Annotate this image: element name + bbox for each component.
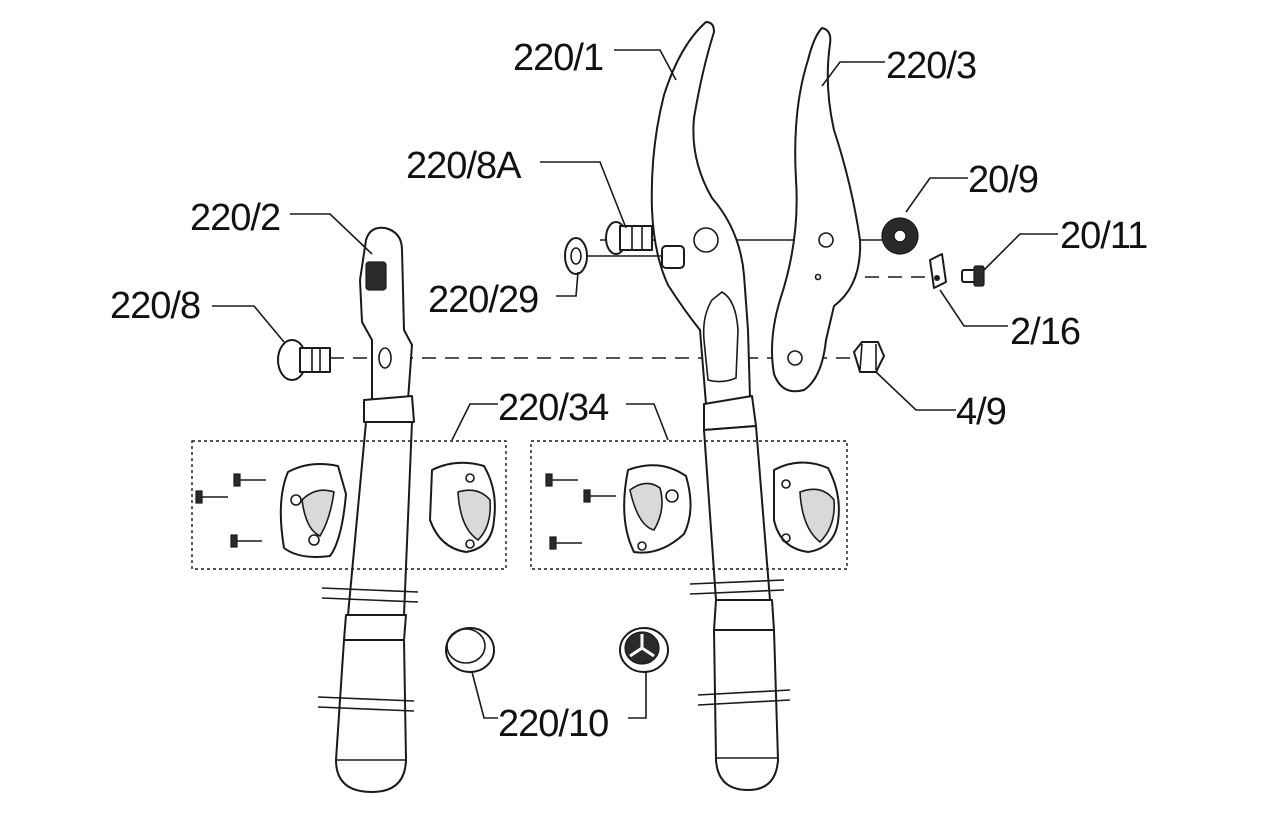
clip-2-16	[929, 253, 947, 289]
label-220-34: 220/34	[498, 387, 609, 429]
end-cap-plain	[445, 627, 495, 673]
end-cap-vented	[619, 627, 669, 673]
bushing-220-29	[564, 237, 685, 275]
label-220-2: 220/2	[190, 197, 280, 239]
handle-clamp-kit-right	[530, 440, 848, 570]
part-labels: 220/1 220/3 220/8A 20/9 220/2 20/11 220/…	[110, 37, 1148, 745]
label-20-11: 20/11	[1060, 215, 1147, 257]
sprocket-20-9	[881, 217, 919, 255]
leader-lines	[212, 49, 1058, 719]
blade-220-3	[771, 27, 862, 393]
label-220-3: 220/3	[886, 45, 976, 87]
label-220-8A: 220/8A	[406, 145, 522, 187]
pin-220-8A	[605, 221, 653, 255]
label-2-16: 2/16	[1010, 311, 1080, 353]
label-20-9: 20/9	[968, 159, 1038, 201]
handle-clamp-kit-left	[191, 440, 507, 570]
screw-20-11	[961, 265, 985, 287]
hook-blade-handle-220-1	[650, 21, 796, 791]
left-handle-part	[317, 226, 419, 793]
label-220-29: 220/29	[428, 279, 538, 321]
kit-screws-right	[545, 473, 616, 550]
label-220-10: 220/10	[498, 703, 608, 745]
nut-4-9	[853, 341, 885, 373]
label-220-8: 220/8	[110, 285, 200, 327]
label-220-1: 220/1	[513, 37, 603, 79]
bolt-220-8	[277, 339, 331, 381]
kit-screws-left	[195, 473, 266, 548]
label-4-9: 4/9	[956, 391, 1006, 433]
